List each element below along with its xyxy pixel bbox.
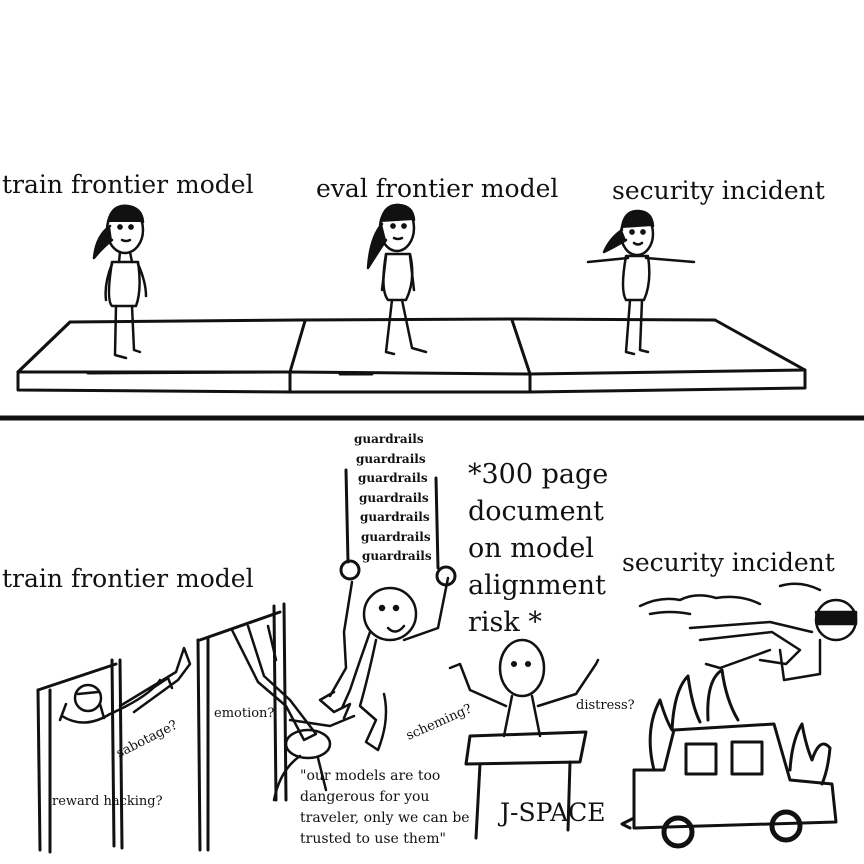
gymnast-arms-out xyxy=(586,209,696,356)
gym-mat xyxy=(16,317,807,394)
tag-reward-hacking: reward hacking? xyxy=(52,794,163,809)
top-label-train: train frontier model xyxy=(2,170,254,199)
guardrails-line: guardrails xyxy=(362,549,432,563)
judge-table xyxy=(464,730,588,840)
top-label-security: security incident xyxy=(612,176,825,205)
tag-emotion: emotion? xyxy=(214,706,275,721)
rings xyxy=(339,468,457,587)
guardrails-line: guardrails xyxy=(359,490,429,505)
bottom-label-train: train frontier model xyxy=(2,564,254,593)
gymnast-standing-1 xyxy=(92,204,148,360)
quote-text: "our models are too dangerous for you tr… xyxy=(300,768,470,847)
uneven-bars xyxy=(196,602,288,852)
burning-car xyxy=(620,668,838,849)
flying-person xyxy=(638,582,858,682)
ring-athlete xyxy=(318,576,450,752)
high-bar-left xyxy=(36,658,124,854)
guardrails-line: guardrails xyxy=(358,471,428,485)
judge xyxy=(448,638,600,738)
top-label-eval: eval frontier model xyxy=(316,174,559,203)
judge-table-sign: J-SPACE xyxy=(500,798,606,827)
tag-distress: distress? xyxy=(576,698,635,713)
gymnast-standing-2 xyxy=(366,203,428,356)
guardrails-line: guardrails xyxy=(360,510,430,524)
document-note: *300 page document on model alignment ri… xyxy=(468,459,609,638)
guardrails-line: guardrails xyxy=(356,451,426,466)
bar-swinger xyxy=(58,646,192,724)
guardrails-stack: guardrails guardrails guardrails guardra… xyxy=(354,430,432,567)
guardrails-line: guardrails xyxy=(354,432,424,446)
guardrails-line: guardrails xyxy=(361,529,431,544)
bottom-label-security: security incident xyxy=(622,548,835,577)
bar-hanger xyxy=(230,624,356,802)
